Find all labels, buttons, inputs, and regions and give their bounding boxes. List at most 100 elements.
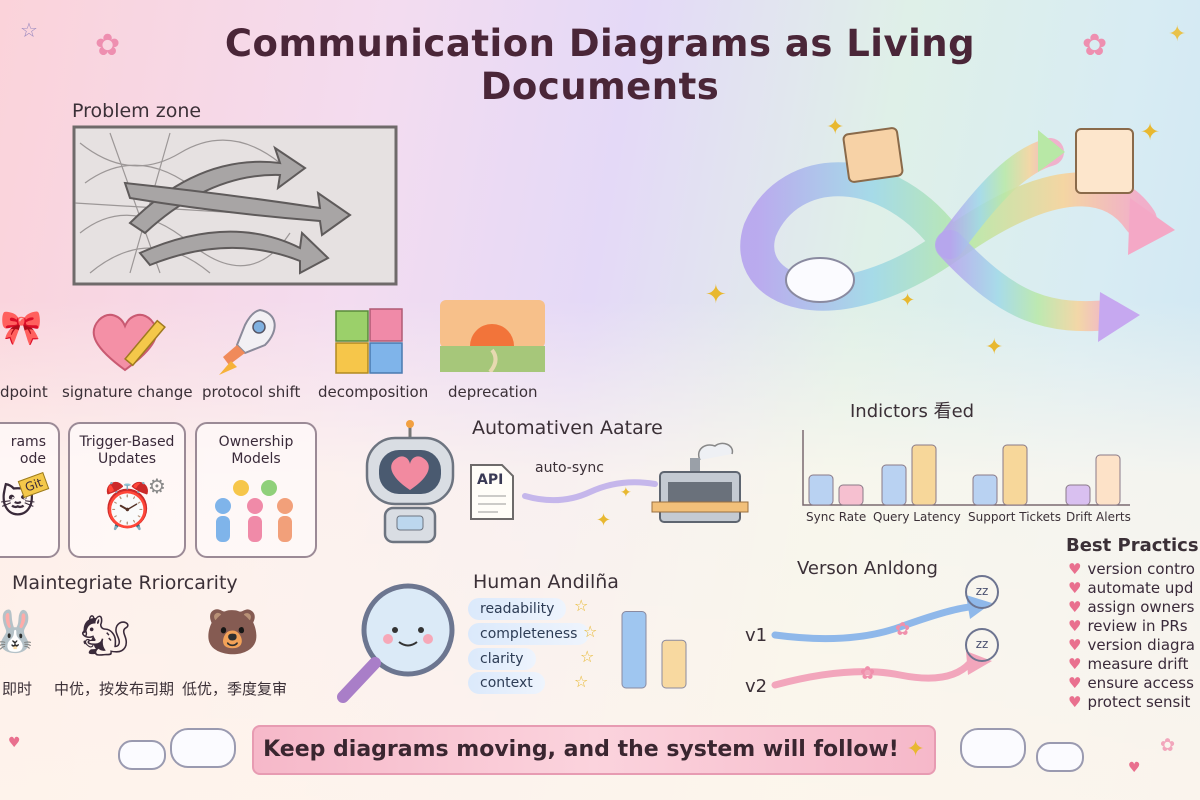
squirrel-icon: 🐿 [80, 613, 131, 659]
indicators-title: Indictors 看ed [850, 401, 975, 422]
sunset-icon [440, 300, 545, 372]
sync-wave [522, 479, 658, 504]
heart-icon: ♥ [1068, 636, 1082, 654]
rocket-icon [219, 308, 276, 375]
flower-icon: ✿ [1160, 735, 1176, 756]
sparkle-icon: ✦ [985, 335, 1004, 360]
title-flower-right-icon: ✿ [1082, 28, 1108, 63]
versioning-title: Verson Anldong [797, 558, 938, 579]
card-diagrams-as-code[interactable]: rams ode 🐱 Git [0, 422, 60, 558]
automation-title: Automativen Aatare [472, 417, 663, 439]
indicator-bar [1002, 444, 1028, 506]
star-icon: ☆ [574, 672, 589, 691]
heart-icon: ♥ [1068, 617, 1082, 635]
change-label-deprecation: deprecation [448, 383, 538, 401]
sparkle-icon: ✦ [1140, 118, 1161, 146]
priority-label-low: 低优，季度复审 [182, 680, 288, 698]
card-title: Ownership Models [218, 434, 294, 467]
card-ownership-models[interactable]: Ownership Models [195, 422, 317, 558]
heart-icon: ♥ [1068, 693, 1082, 711]
cloud-icon [1036, 742, 1084, 772]
sparkle-icon: ✦ [596, 510, 612, 531]
heart-icon: ♥ [1068, 579, 1082, 597]
title-flower-left-icon: ✿ [95, 28, 121, 63]
indicator-bar [1065, 484, 1091, 506]
star-icon: ☆ [20, 18, 38, 42]
sparkle-icon: ✦ [906, 737, 925, 762]
card-title: rams ode [10, 434, 46, 467]
heart-icon: ♥ [1068, 560, 1082, 578]
people-icon [215, 480, 293, 542]
machine-icon [651, 442, 749, 523]
heart-icon: ♥ [1068, 655, 1082, 673]
indicator-bar [1095, 454, 1121, 506]
smiling-box-icon [841, 126, 905, 184]
indicator-label-sync-rate: Sync Rate [806, 510, 867, 524]
human-score-chart [621, 611, 687, 689]
star-icon: ☆ [580, 647, 595, 666]
best-practice-item: ♥version diagra [1068, 636, 1195, 654]
indicator-bar [838, 484, 864, 506]
priority-title: Maintegriate Rriorcarity [12, 572, 238, 594]
star-icon: ☆ [574, 596, 589, 615]
heart-icon: ♥ [1068, 598, 1082, 616]
criterion-readability: readability [468, 598, 567, 620]
star-icon: ☆ [583, 622, 598, 641]
bear-icon: 🐻 [205, 607, 260, 658]
human-title: Human Andilña [473, 571, 619, 593]
sparkle-icon: ✦ [705, 280, 727, 310]
auto-sync-label: auto-sync [535, 460, 604, 476]
cloud-icon [118, 740, 166, 770]
best-practices-list: ♥version contro ♥automate upd ♥assign ow… [1068, 560, 1195, 712]
footer-banner: Keep diagrams moving, and the system wil… [252, 725, 936, 775]
puzzle-icon [335, 308, 403, 374]
bow-icon: 🎀 [0, 308, 43, 348]
svg-text:✿: ✿ [895, 619, 910, 640]
smiling-document-icon [1075, 128, 1134, 194]
best-practice-item: ♥ensure access [1068, 674, 1194, 692]
heart-icon: ♥ [1128, 760, 1141, 776]
version-v1-label: v1 [745, 625, 768, 646]
page-title: Communication Diagrams as Living Documen… [224, 22, 976, 108]
api-document-icon [470, 464, 514, 520]
robot-icon [365, 420, 455, 544]
priority-label-immediate: 即时 [2, 680, 33, 698]
change-label-signature: signature change [62, 383, 193, 401]
problem-zone-sketch [72, 125, 398, 286]
human-score-bar [661, 639, 687, 689]
best-practice-item: ♥assign owners [1068, 598, 1195, 616]
magnifier-icon [337, 583, 455, 703]
best-practice-item: ♥measure drift [1068, 655, 1189, 673]
sleep-bubble-2: zz [965, 628, 999, 662]
sleep-bubble-1: zz [965, 575, 999, 609]
api-label: API [477, 472, 504, 488]
indicator-label-drift-alerts: Drift Alerts [1066, 510, 1131, 524]
best-practices-title: Best Practics [1066, 535, 1199, 556]
change-label-protocol: protocol shift [202, 383, 301, 401]
criterion-context: context [468, 672, 545, 694]
gear-icon: ⚙ [148, 474, 166, 498]
problem-zone-label: Problem zone [72, 100, 202, 122]
indicators-bar-chart [802, 430, 1130, 506]
alarm-clock-icon: ⏰ [100, 481, 155, 532]
priority-label-medium: 中优，按发布司期 [54, 680, 175, 698]
indicator-label-support-tickets: Support Tickets [968, 510, 1062, 524]
card-trigger-based-updates[interactable]: Trigger-Based Updates ⏰ ⚙ [68, 422, 186, 558]
version-v2-label: v2 [745, 676, 768, 697]
criterion-clarity: clarity [468, 648, 536, 670]
card-title: Trigger-Based Updates [79, 434, 175, 467]
sparkle-icon: ✦ [620, 485, 632, 501]
human-score-bar [621, 611, 647, 689]
heart-icon: ♥ [8, 735, 21, 751]
cloud-icon [960, 728, 1026, 768]
sparkle-icon: ✦ [826, 115, 845, 140]
indicator-label-query-latency: Query Latency [873, 510, 961, 524]
indicator-bar [972, 474, 998, 506]
heart-icon: ♥ [1068, 674, 1082, 692]
best-practice-item: ♥version contro [1068, 560, 1195, 578]
change-label-decomposition: decomposition [318, 383, 429, 401]
git-tag: Git [17, 471, 50, 499]
indicator-bar [808, 474, 834, 506]
criteria-list: readability completeness clarity context [468, 598, 598, 698]
indicator-bar [911, 444, 937, 506]
